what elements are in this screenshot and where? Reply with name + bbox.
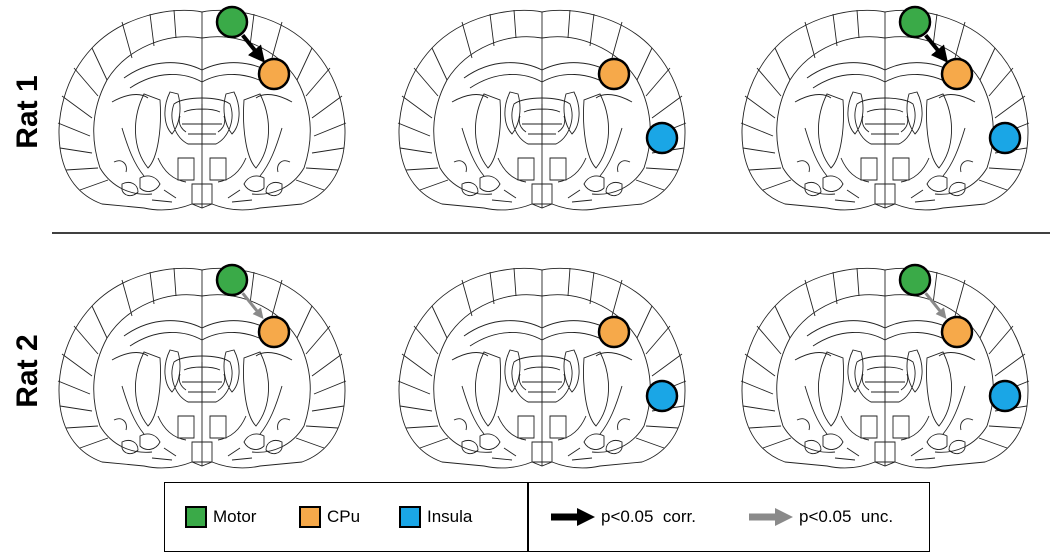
legend-item-unc-arrow: p<0.05 unc.: [749, 483, 893, 551]
legend-label-motor: Motor: [213, 507, 257, 526]
cpu-swatch: [299, 506, 321, 528]
legend-item-corr-arrow: p<0.05 corr.: [551, 483, 696, 551]
legend-label-unc: p<0.05 unc.: [799, 507, 894, 526]
motor-region-node: [898, 263, 932, 297]
legend-item-insula: Insula: [399, 483, 472, 551]
legend: Motor CPu Insula p<0.05 corr. p<0.05 unc…: [164, 482, 930, 552]
motor-to-cpu-corr-arrow: [924, 33, 949, 63]
cpu-region-node: [597, 57, 631, 91]
brain-section-outline: [740, 267, 1030, 469]
motor-to-cpu-unc-arrow: [241, 292, 264, 320]
cpu-region-node: [257, 57, 291, 91]
row-label-rat-1: Rat 1: [11, 75, 44, 149]
brain-panel-row2-col2: [397, 267, 687, 469]
motor-region-node: [215, 5, 249, 39]
motor-region-node: [898, 5, 932, 39]
insula-region-node: [645, 121, 679, 155]
motor-swatch: [185, 506, 207, 528]
brain-panel-row1-col3: [740, 5, 1030, 211]
gray-arrow-icon: [749, 508, 793, 526]
insula-swatch: [399, 506, 421, 528]
brain-panel-row1-col2: [397, 9, 687, 211]
legend-label-cpu: CPu: [327, 507, 361, 526]
insula-region-node: [988, 121, 1022, 155]
insula-region-node: [645, 379, 679, 413]
cpu-region-node: [940, 315, 974, 349]
cpu-region-node: [940, 57, 974, 91]
legend-label-corr: p<0.05 corr.: [601, 507, 696, 526]
cpu-region-node: [597, 315, 631, 349]
brain-section-outline: [57, 9, 347, 211]
legend-item-cpu: CPu: [299, 483, 360, 551]
legend-item-motor: Motor: [185, 483, 256, 551]
brain-panel-row1-col1: [57, 5, 347, 211]
legend-label-insula: Insula: [427, 507, 473, 526]
brain-panel-row2-col3: [740, 263, 1030, 469]
insula-region-node: [988, 379, 1022, 413]
motor-to-cpu-unc-arrow: [924, 292, 947, 320]
brain-section-outline: [57, 267, 347, 469]
cpu-region-node: [257, 315, 291, 349]
motor-region-node: [215, 263, 249, 297]
brain-section-outline: [397, 9, 687, 211]
brain-section-outline: [740, 9, 1030, 211]
black-arrow-icon: [551, 508, 595, 526]
motor-to-cpu-corr-arrow: [241, 33, 266, 63]
legend-divider: [527, 483, 529, 551]
row-label-rat-2: Rat 2: [11, 334, 44, 408]
brain-section-outline: [397, 267, 687, 469]
brain-panel-row2-col1: [57, 263, 347, 469]
